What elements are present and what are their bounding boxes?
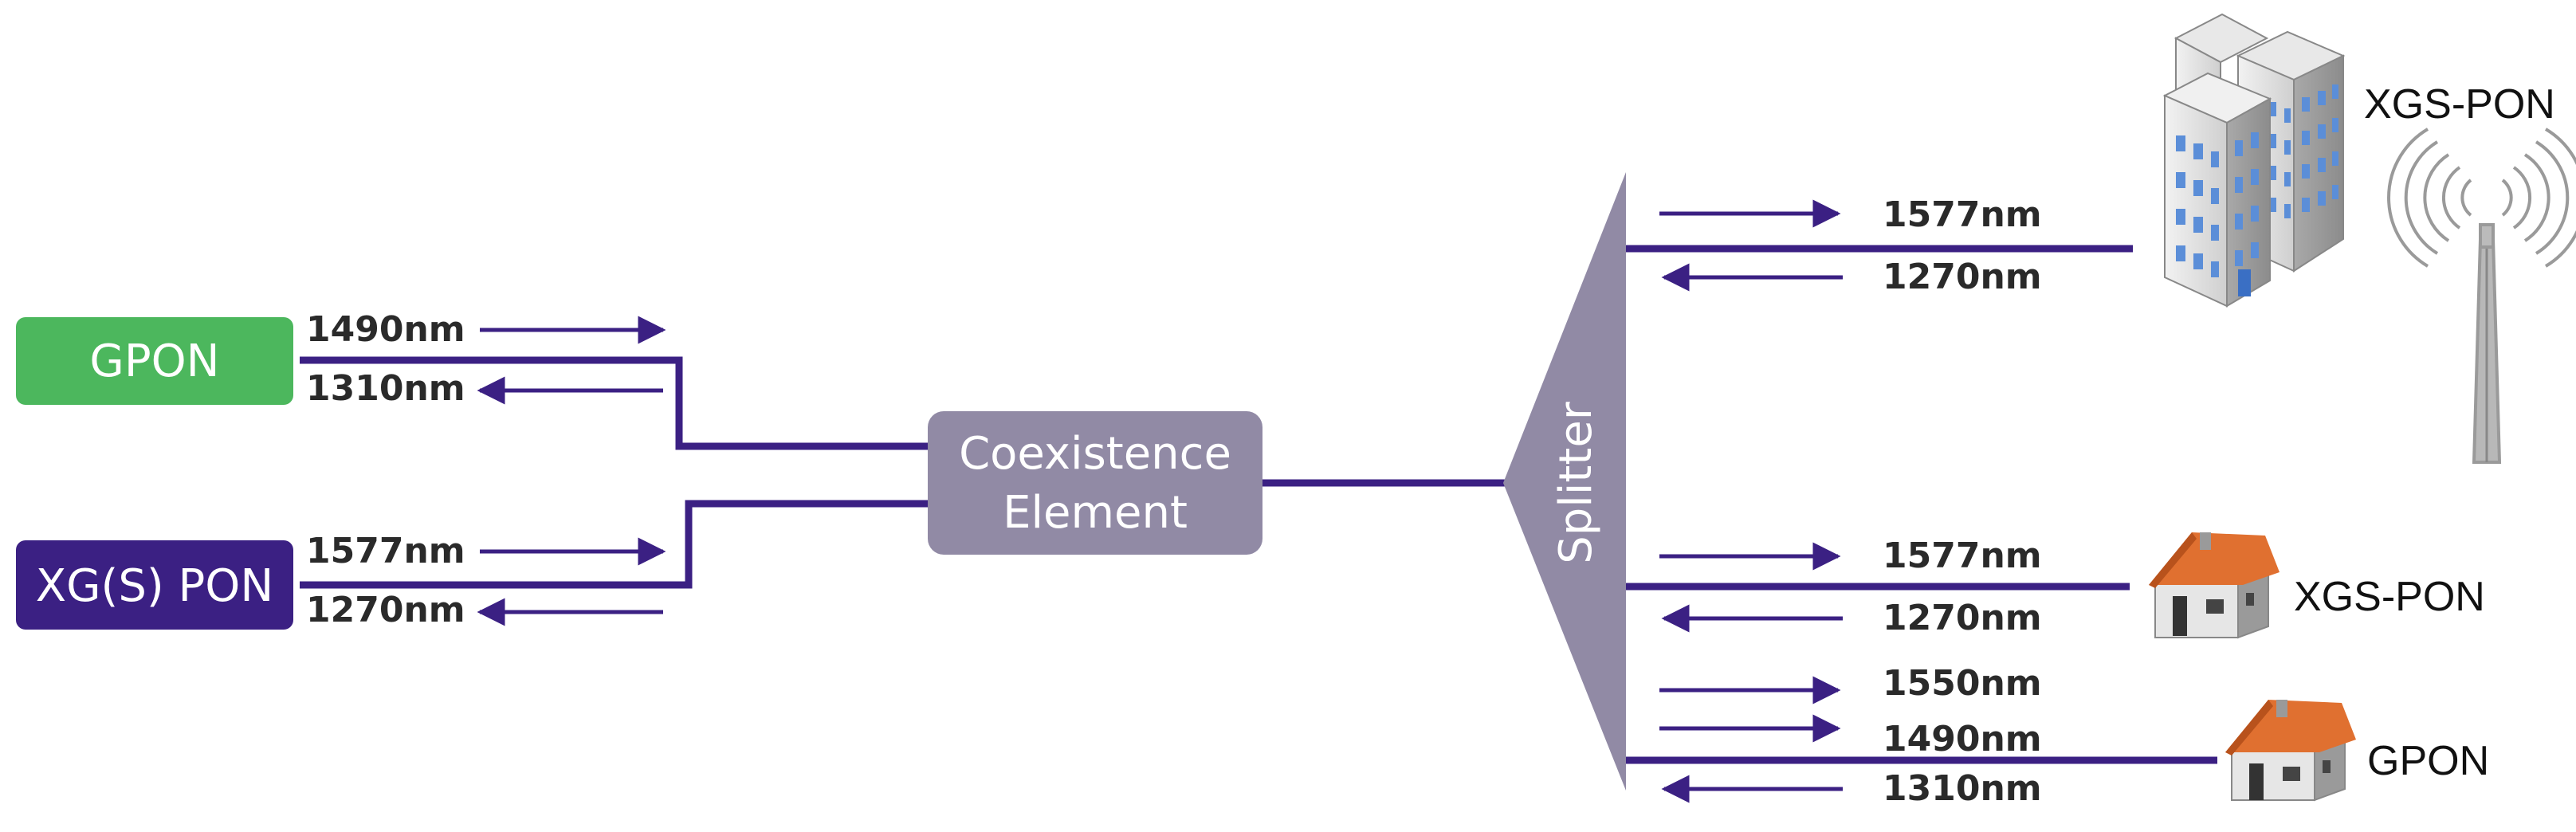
building-technology-label: XGS-PON xyxy=(2364,81,2555,128)
house1-upstream-wavelength: 1270nm xyxy=(1883,598,2042,638)
house-icon xyxy=(2225,700,2356,802)
gpon-olt-label: GPON xyxy=(89,336,219,387)
gpon-olt-group: GPON 1490nm 1310nm xyxy=(16,309,929,450)
coexistence-element-box[interactable] xyxy=(928,411,1262,555)
coexistence-element-line1: Coexistence xyxy=(959,428,1231,480)
coexistence-element-line2: Element xyxy=(1003,487,1188,539)
house2-downstream-wavelength-1: 1550nm xyxy=(1883,663,2042,704)
splitter-shape[interactable] xyxy=(1503,172,1626,791)
building-branch: 1577nm 1270nm xyxy=(1626,13,2555,308)
house2-upstream-wavelength: 1310nm xyxy=(1883,768,2042,809)
gpon-upstream-wavelength: 1310nm xyxy=(306,368,465,409)
house2-technology-label: GPON xyxy=(2367,738,2489,784)
xgspon-fiber-line xyxy=(300,500,929,589)
house2-branch: 1550nm 1490nm 1310nm GPON xyxy=(1626,663,2489,809)
house-icon xyxy=(2149,532,2280,639)
xgspon-olt-label: XG(S) PON xyxy=(36,560,274,612)
xgspon-olt-box[interactable] xyxy=(16,540,293,630)
gpon-downstream-wavelength: 1490nm xyxy=(306,309,465,350)
cell-tower-icon xyxy=(2387,128,2576,464)
xgspon-downstream-wavelength: 1577nm xyxy=(306,531,465,571)
building-downstream-wavelength: 1577nm xyxy=(1883,194,2042,235)
house1-technology-label: XGS-PON xyxy=(2294,574,2485,620)
house1-downstream-wavelength: 1577nm xyxy=(1883,536,2042,576)
gpon-fiber-line xyxy=(300,356,929,450)
xgspon-upstream-wavelength: 1270nm xyxy=(306,590,465,630)
gpon-olt-box[interactable] xyxy=(16,317,293,405)
splitter: Splitter xyxy=(1503,172,1626,791)
splitter-label: Splitter xyxy=(1550,401,1602,564)
building-upstream-wavelength: 1270nm xyxy=(1883,257,2042,297)
office-building-icon xyxy=(2162,13,2346,308)
house1-branch: 1577nm 1270nm XGS-PON xyxy=(1626,532,2485,639)
xgspon-olt-group: XG(S) PON 1577nm 1270nm xyxy=(16,500,929,630)
house2-downstream-wavelength-2: 1490nm xyxy=(1883,719,2042,759)
coexistence-element: Coexistence Element xyxy=(928,411,1505,555)
